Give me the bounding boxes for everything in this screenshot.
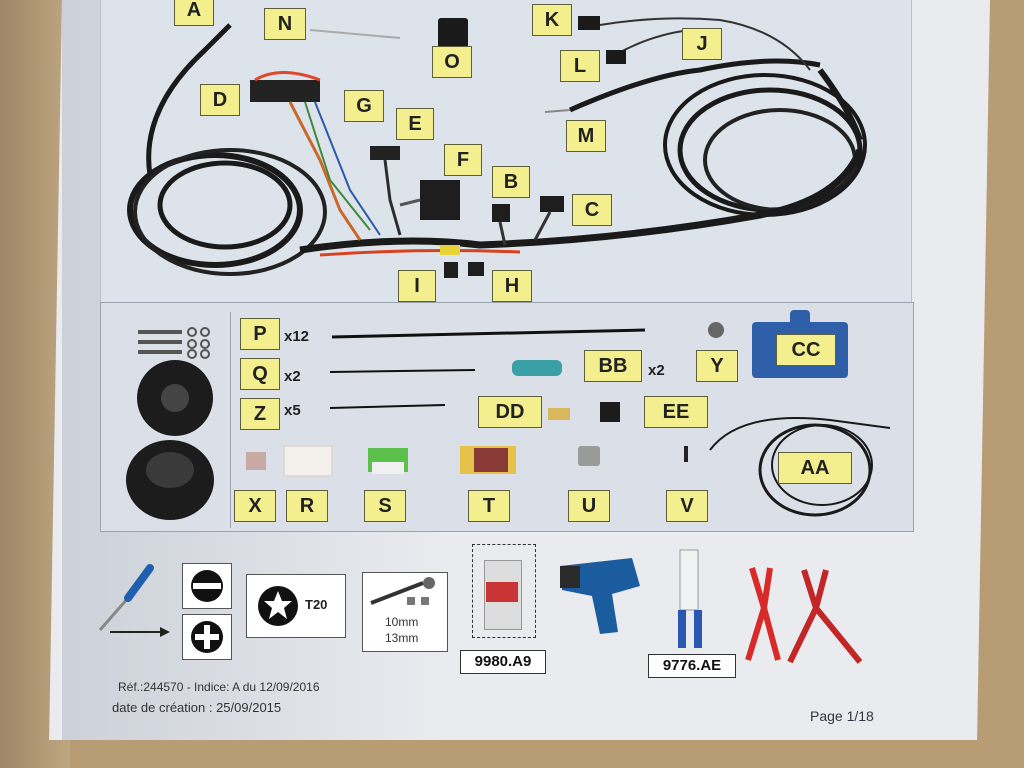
module-cc-tab <box>790 310 810 324</box>
label-z: Z <box>240 398 280 430</box>
label-n: N <box>264 8 306 40</box>
socket-wrench-box: 10mm 13mm <box>362 572 448 652</box>
label-e: E <box>396 108 434 140</box>
panel-divider <box>230 312 231 528</box>
qty-q: x2 <box>284 368 301 385</box>
flat-screwdriver-icon <box>182 563 232 609</box>
label-r: R <box>286 490 328 522</box>
torx-box: T20 <box>246 574 346 638</box>
label-h: H <box>492 270 532 302</box>
product-code-crimper: 9776.AE <box>648 654 736 678</box>
socket-size-10: 10mm <box>385 615 419 629</box>
qty-p: x12 <box>284 328 310 345</box>
label-cc: CC <box>776 334 836 366</box>
ratchet-icon <box>370 577 435 605</box>
torx-size: T20 <box>305 597 328 612</box>
label-d: D <box>200 84 240 116</box>
label-y: Y <box>696 350 738 382</box>
label-u: U <box>568 490 610 522</box>
qty-bb: x2 <box>648 362 665 379</box>
phillips-screwdriver-icon <box>182 614 232 660</box>
cleaner-can-label <box>486 582 518 602</box>
label-dd: DD <box>478 396 542 428</box>
label-m: M <box>566 120 606 152</box>
wiring-harness-illustration <box>127 16 867 278</box>
label-k: K <box>532 4 572 36</box>
qty-z: x5 <box>284 402 301 419</box>
page-number: Page 1/18 <box>810 708 874 724</box>
label-bb: BB <box>584 350 642 382</box>
document-reference: Réf.:244570 - Indice: A du 12/09/2016 <box>118 680 320 694</box>
socket-size-13: 13mm <box>385 631 419 645</box>
label-l: L <box>560 50 600 82</box>
label-j: J <box>682 28 722 60</box>
label-aa: AA <box>778 452 852 484</box>
label-g: G <box>344 90 384 122</box>
creation-date: date de création : 25/09/2015 <box>112 700 282 715</box>
label-v: V <box>666 490 708 522</box>
product-code-cleaner: 9980.A9 <box>460 650 546 674</box>
label-s: S <box>364 490 406 522</box>
label-t: T <box>468 490 510 522</box>
label-o: O <box>432 46 472 78</box>
label-b: B <box>492 166 530 198</box>
label-q: Q <box>240 358 280 390</box>
label-a: A <box>174 0 214 26</box>
label-p: P <box>240 318 280 350</box>
label-ee: EE <box>644 396 708 428</box>
label-i: I <box>398 270 436 302</box>
label-f: F <box>444 144 482 176</box>
cleaner-can-frame <box>472 544 536 638</box>
torx-icon <box>258 586 298 626</box>
label-c: C <box>572 194 612 226</box>
label-x: X <box>234 490 276 522</box>
